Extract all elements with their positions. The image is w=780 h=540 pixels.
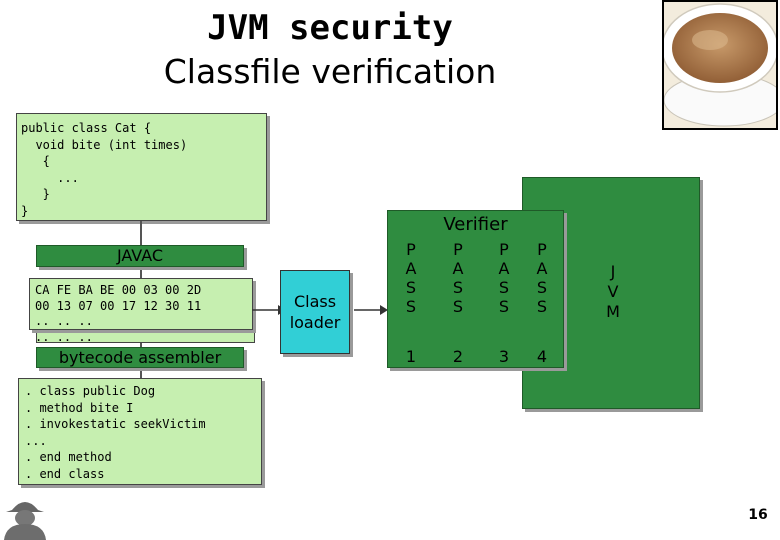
verifier-title: Verifier bbox=[443, 214, 508, 235]
connector-line bbox=[140, 267, 142, 279]
pass-4-letters: P A S S bbox=[536, 240, 548, 316]
pass-1-number: 1 bbox=[405, 347, 417, 366]
connector-line bbox=[140, 343, 142, 348]
connector-line bbox=[140, 221, 142, 246]
pass-2-letters: P A S S bbox=[452, 240, 464, 316]
javac-label: JAVAC bbox=[36, 245, 244, 267]
bytecode-assembler-label: bytecode assembler bbox=[36, 347, 244, 368]
java-source-code-box: public class Cat { void bite (int times)… bbox=[16, 113, 267, 221]
slide-title: JVM security bbox=[207, 8, 453, 48]
pass-3-letters: P A S S bbox=[498, 240, 510, 316]
coffee-cup-photo bbox=[662, 0, 778, 130]
pass-4-number: 4 bbox=[536, 347, 548, 366]
verifier-box bbox=[387, 210, 564, 368]
page-number: 16 bbox=[748, 507, 768, 523]
slide-subtitle: Classfile verification bbox=[163, 52, 497, 91]
class-loader-box: Class loader bbox=[280, 270, 350, 354]
arrow-to-verifier bbox=[354, 305, 388, 315]
pass-1-letters: P A S S bbox=[405, 240, 417, 316]
pass-3-number: 3 bbox=[498, 347, 510, 366]
connector-line bbox=[140, 368, 142, 379]
spy-figure-logo bbox=[4, 502, 46, 540]
assembly-source-box: . class public Dog . method bite I . inv… bbox=[18, 378, 262, 485]
bytecode-box: CA FE BA BE 00 03 00 2D 00 13 07 00 17 1… bbox=[29, 278, 253, 344]
jvm-label: J V M bbox=[606, 262, 620, 321]
pass-2-number: 2 bbox=[452, 347, 464, 366]
